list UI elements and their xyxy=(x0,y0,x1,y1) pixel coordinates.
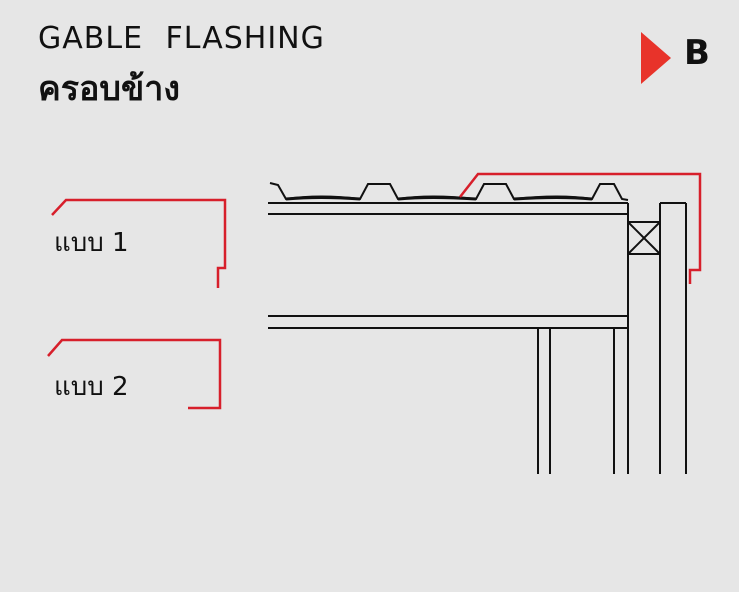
flashing-profile-type-1 xyxy=(51,198,227,288)
badge-letter: B xyxy=(684,33,710,73)
type-2-label: แบบ 2 xyxy=(54,372,129,402)
roof-sheet-underside xyxy=(285,196,593,201)
blocking-cross-2 xyxy=(627,221,661,255)
flashing-profile-type-2 xyxy=(47,338,222,410)
badge-arrow-icon xyxy=(641,32,671,84)
type-1-label: แบบ 1 xyxy=(54,228,129,258)
diagram-subtitle-thai: ครอบข้าง xyxy=(38,69,180,109)
diagram-title: GABLE FLASHING xyxy=(38,21,325,56)
installed-gable-flashing xyxy=(459,172,702,284)
